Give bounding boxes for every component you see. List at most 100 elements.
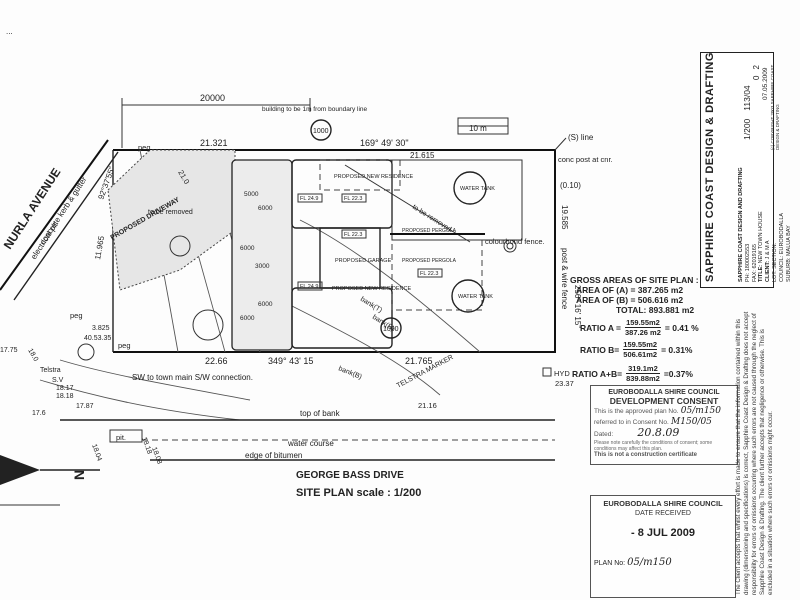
circle-1000-top: 1000 — [313, 128, 329, 135]
fl-3: FL 22.3 — [344, 232, 362, 238]
north-arrow-icon — [0, 455, 40, 485]
tree-2 — [169, 235, 191, 257]
s-line: (S) line — [568, 133, 594, 142]
ratio-a: RATIO A = 159.55m2 387.26 m2 = 0.41 % — [580, 318, 699, 337]
level-17-6: 17.6 — [32, 410, 46, 417]
telstra: Telstra — [40, 367, 61, 374]
ten-m: 10 m — [469, 124, 487, 133]
tree-3 — [77, 343, 95, 361]
wall-dim-5: 6000 — [240, 315, 255, 322]
title-block-project: TITLE: NEW TOWN HOUSE CLIENT: J & M A LO… — [758, 211, 792, 282]
gross-areas-block: GROSS AREAS OF SITE PLAN : AREA OF (A) =… — [570, 275, 760, 315]
date-received-stamp: EUROBODALLA SHIRE COUNCIL DATE RECEIVED … — [590, 495, 736, 598]
tank-enclosure — [391, 159, 523, 241]
site-plan-title: SITE PLAN scale : 1/200 — [296, 487, 421, 499]
scale-value: 1/200 — [742, 118, 752, 140]
area-a: AREA OF (A) = 387.265 m2 — [576, 285, 684, 295]
title-block-date: 07.05.2009 — [762, 67, 769, 100]
wall-dim-4: 3000 — [255, 263, 270, 270]
fl-4: FL 24.9 — [300, 284, 318, 290]
right-dim: 19.585 — [560, 205, 569, 230]
dim-20000: 20000 — [200, 93, 225, 103]
pergola-top-label: PROPOSED PERGOLA — [402, 228, 457, 234]
hyd: HYD — [554, 369, 570, 378]
level-3825: 3.825 — [92, 325, 110, 332]
level-21-16: 21.16 — [418, 401, 437, 410]
pergola-bottom-label: PROPOSED PERGOLA — [402, 258, 457, 264]
bearing-right: 256° 16' 15" — [573, 285, 582, 328]
to-be-removed-1: to be removed — [148, 209, 193, 216]
title-block-numbers: 1/200 113/04 — [742, 50, 752, 140]
circle-marker-bottom — [380, 317, 402, 339]
contour-7 — [279, 299, 441, 396]
george-bass-drive: GEORGE BASS DRIVE — [296, 470, 404, 481]
bank-label-1: bank(T) — [359, 296, 383, 315]
drawing-number: 113/04 — [742, 85, 752, 111]
water-tank-top-label: WATER TANK — [460, 186, 495, 192]
title-block-copyright: (c) COPYRIGHT 2003 SAPPHIRE COAST DESIGN… — [770, 64, 780, 150]
level-17-87: 17.87 — [76, 403, 94, 410]
proposed-garage: PROPOSED GARAGE — [335, 258, 392, 264]
dim-bottom-left: 22.66 — [205, 356, 228, 366]
offset: (0.10) — [560, 181, 581, 190]
sw-connection: SW to town main S/W connection. — [132, 373, 253, 382]
disclaimer-block: The Client accepts that whilst every eff… — [735, 311, 774, 595]
peg-3: peg — [138, 143, 151, 152]
post-wire: post & wire fence — [560, 248, 569, 310]
contour-4 — [59, 359, 251, 401]
level-18-04: 18.04 — [90, 443, 103, 462]
proposed-residence-top: PROPOSED NEW RESIDENCE — [334, 174, 413, 180]
dim-top-boundary: 21.321 — [200, 138, 228, 148]
building-note: building to be 1m from boundary line — [262, 106, 368, 113]
fl-2: FL 22.3 — [344, 196, 362, 202]
hyd-level: 23.37 — [555, 379, 574, 388]
north-label: N — [71, 470, 87, 480]
edge-bitumen: edge of bitumen — [245, 451, 302, 460]
area-b: AREA OF (B) = 506.616 m2 — [576, 295, 684, 305]
total-area: TOTAL: 893.881 m2 — [616, 305, 695, 315]
sheet-value: 0 — [752, 75, 761, 80]
pit: pit. — [116, 433, 126, 442]
water-tank-bottom-label: WATER TANK — [458, 294, 493, 300]
bearing-top: 169° 49' 30" — [360, 138, 409, 148]
water-course: water course — [287, 439, 334, 448]
fl-1: FL 24.9 — [300, 196, 318, 202]
level-1818-b: 18.18 — [56, 393, 74, 400]
title-block-details: SAPPHIRE COAST DESIGN AND DRAFTING PH: 1… — [738, 167, 758, 282]
ratio-b: RATIO B= 159.55m2 506.61m2 = 0.31% — [580, 340, 693, 359]
sv: S.V — [52, 377, 64, 384]
issue-value: 2 — [752, 65, 761, 70]
proposed-residence-bottom: PROPOSED NEW RESIDENCE — [332, 286, 411, 292]
fl-5: FL 22.3 — [420, 271, 438, 277]
contour-6 — [299, 219, 481, 353]
development-consent-stamp: EUROBODALLA SHIRE COUNCIL DEVELOPMENT CO… — [590, 385, 738, 465]
level-405335: 40.53.35 — [84, 335, 111, 342]
nurla-avenue: NURLA AVENUE — [1, 166, 64, 252]
circle-marker-top — [310, 119, 332, 141]
septic-marker — [503, 239, 517, 253]
site-boundary — [113, 149, 556, 353]
level-18-0: 18.0 — [26, 348, 39, 363]
proposed-driveway-area — [107, 149, 236, 291]
title-block-sheet-issue: 0 2 — [752, 65, 762, 80]
dim-left: 11.965 — [93, 235, 106, 261]
ratio-ab: RATIO A+B= 319.1m2 839.88m2 =0.37% — [572, 364, 693, 383]
peg-2: peg — [118, 341, 131, 350]
residence-bottom — [291, 287, 393, 349]
level-1817: 18.17 — [56, 385, 74, 392]
level-18-08: 18.08 — [150, 446, 163, 465]
wall-dim-3: 6000 — [240, 245, 255, 252]
colourbond: colourbond fence. — [485, 237, 545, 246]
building-west-wing — [231, 159, 293, 351]
company-name: SAPPHIRE COAST DESIGN & DRAFTING — [704, 52, 716, 282]
bearing-bottom: 349° 43' 15 — [268, 356, 313, 366]
wall-dim-2: 6000 — [258, 205, 273, 212]
water-tank-bottom — [451, 279, 485, 313]
dim-bottom-right: 21.765 — [405, 356, 433, 366]
gross-areas-title: GROSS AREAS OF SITE PLAN : — [570, 275, 699, 285]
pit-box — [109, 429, 143, 443]
pergola-top — [319, 159, 401, 191]
tree-1 — [192, 309, 224, 341]
